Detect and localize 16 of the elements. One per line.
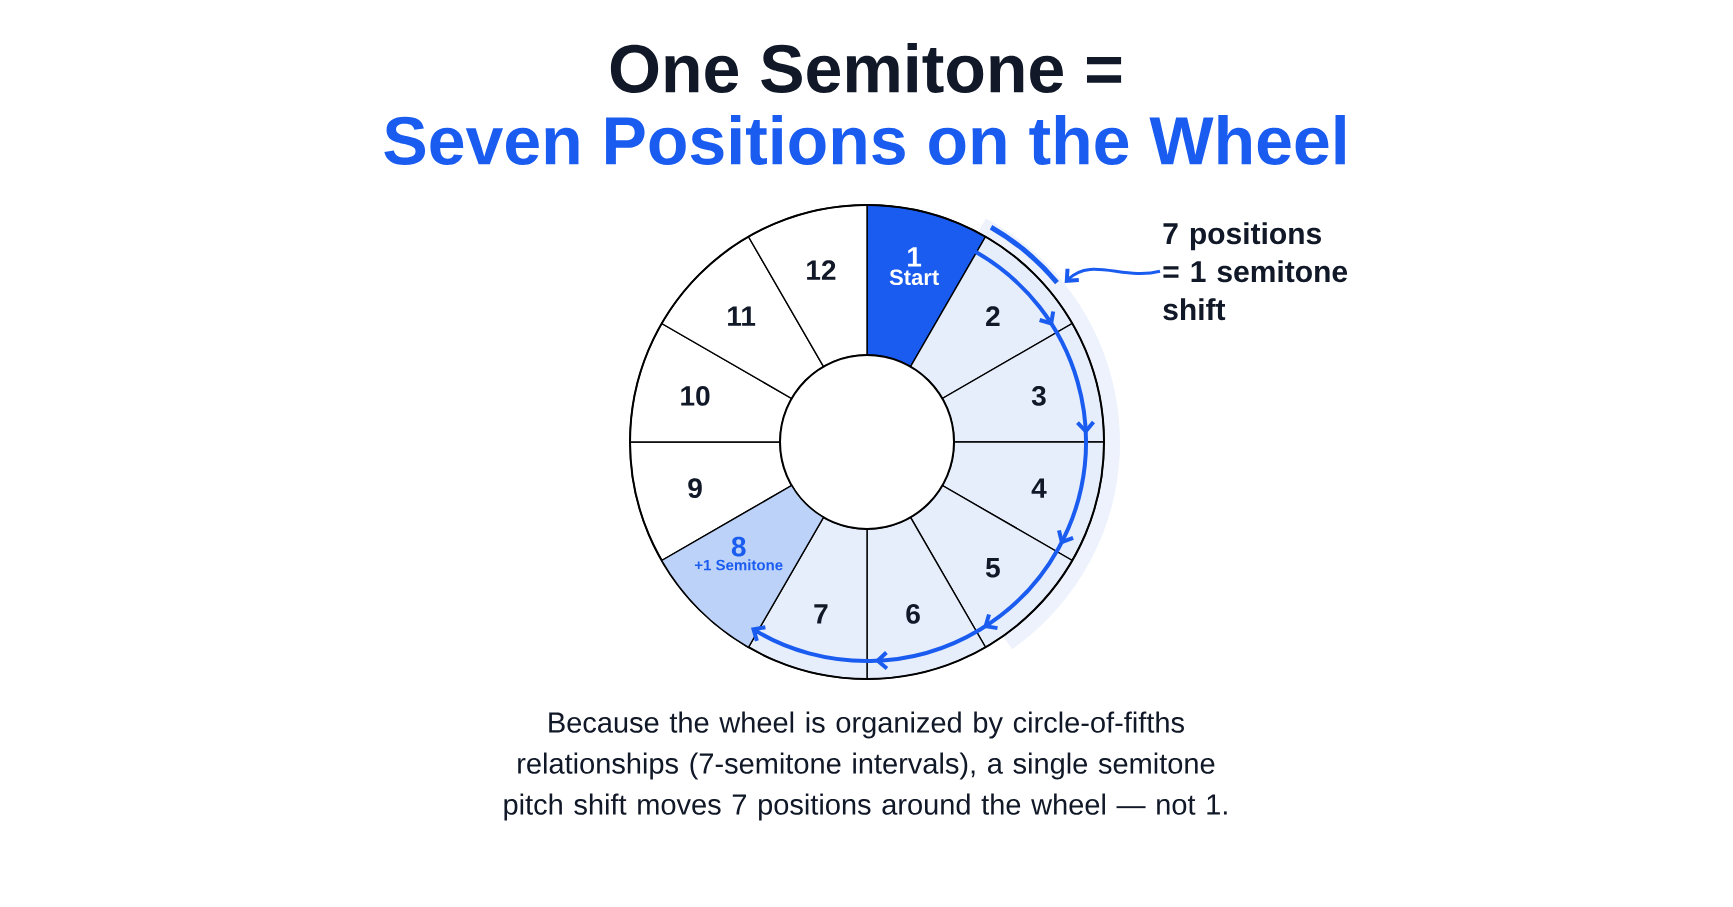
leader-arrow: [1064, 267, 1161, 283]
segment-label: 11: [728, 306, 756, 326]
callout-text: 7 positions = 1 semitone shift: [1163, 222, 1348, 321]
segment-label: 1 Start: [889, 247, 939, 286]
segment-label: 3: [1031, 386, 1046, 406]
segment-label: 7: [814, 604, 828, 624]
segment-label: 6: [906, 604, 920, 624]
title: One Semitone =: [610, 43, 1122, 93]
arrow: [750, 248, 1095, 670]
segment-label: 4: [1031, 478, 1047, 498]
segment-label: 5: [985, 558, 1000, 578]
segment-label: 10: [681, 386, 710, 406]
segment-label: 12: [807, 260, 836, 280]
segment-label: 9: [688, 478, 702, 498]
caption: Because the wheel is organized by circle-of-fifths relationships (7-semitone intervals), a single semitone pitch shift moves 7 positions around the wheel — not 1.: [504, 711, 1227, 821]
segment-label: 2: [986, 306, 1000, 326]
